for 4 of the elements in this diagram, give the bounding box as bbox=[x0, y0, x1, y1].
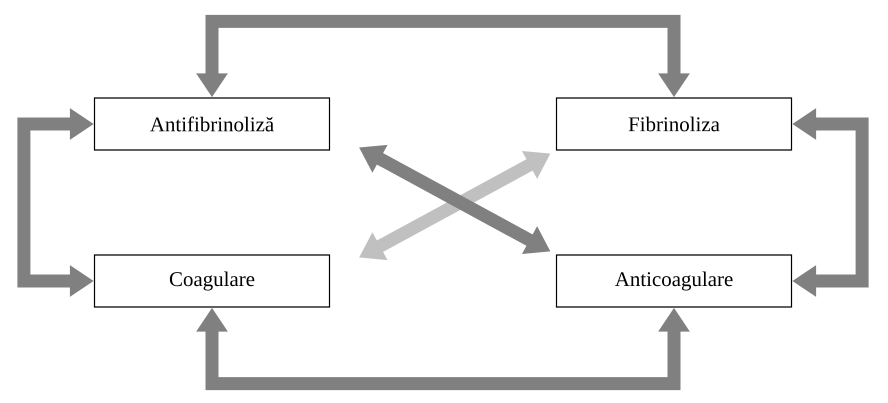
process-box: Coagulare bbox=[94, 254, 330, 308]
process-box: Anticoagulare bbox=[556, 254, 792, 308]
process-box: Fibrinoliza bbox=[556, 97, 792, 151]
process-box: Antifibrinoliză bbox=[94, 97, 330, 151]
